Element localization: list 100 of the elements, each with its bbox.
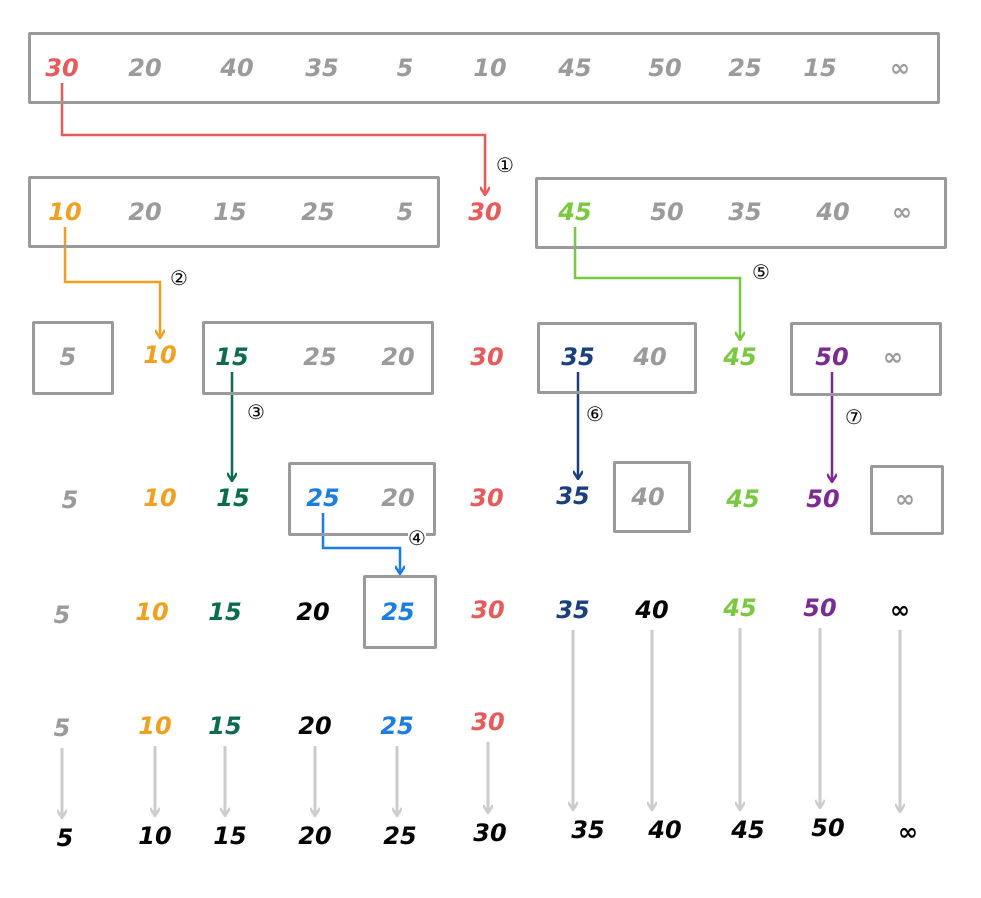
value-text: 5 xyxy=(43,823,87,853)
value-text: 10 xyxy=(43,197,87,227)
value-text: 20 xyxy=(123,197,167,227)
value-text: 5 xyxy=(383,197,427,227)
value-text: 45 xyxy=(553,197,597,227)
value-text: 5 xyxy=(383,53,427,83)
partition-box xyxy=(790,322,942,396)
value-text: 30 xyxy=(466,595,510,625)
value-text: 40 xyxy=(811,197,855,227)
arrow xyxy=(60,83,492,196)
partition-box xyxy=(613,461,691,533)
value-text: 10 xyxy=(133,821,177,851)
value-text: 15 xyxy=(208,821,252,851)
value-text: 35 xyxy=(556,342,600,372)
value-text: 15 xyxy=(203,597,247,627)
arrow xyxy=(56,748,68,820)
arrow xyxy=(308,746,322,818)
value-text: ∞ xyxy=(880,197,924,227)
value-text: 50 xyxy=(801,484,845,514)
value-text: 40 xyxy=(630,595,674,625)
value-text: 25 xyxy=(375,711,419,741)
value-text: 45 xyxy=(553,53,597,83)
value-text: 20 xyxy=(376,342,420,372)
arrow xyxy=(148,746,162,818)
value-text: 10 xyxy=(133,711,177,741)
partition-box xyxy=(202,321,434,395)
value-text: 45 xyxy=(726,815,770,845)
value-text: 25 xyxy=(296,197,340,227)
value-text: 15 xyxy=(210,342,254,372)
partition-box xyxy=(870,465,944,535)
arrow xyxy=(646,630,658,812)
value-text: ∞ xyxy=(878,595,922,625)
value-text: 40 xyxy=(215,53,259,83)
value-text: 5 xyxy=(40,713,84,743)
value-text: 15 xyxy=(798,53,842,83)
value-text: 30 xyxy=(466,707,510,737)
arrow xyxy=(226,372,238,482)
value-text: 25 xyxy=(376,597,420,627)
arrow xyxy=(814,628,826,810)
value-text: 40 xyxy=(643,815,687,845)
value-text: 25 xyxy=(298,342,342,372)
arrow xyxy=(482,742,494,814)
value-text: 50 xyxy=(810,342,854,372)
value-text: 50 xyxy=(806,813,850,843)
value-text: 35 xyxy=(551,481,595,511)
value-text: 45 xyxy=(721,484,765,514)
value-text: 5 xyxy=(40,600,84,630)
value-text: 35 xyxy=(723,197,767,227)
value-text: 40 xyxy=(628,342,672,372)
value-text: 20 xyxy=(293,821,337,851)
value-text: 20 xyxy=(291,597,335,627)
arrow xyxy=(574,227,746,342)
arrow xyxy=(322,513,406,576)
value-text: 40 xyxy=(626,482,670,512)
value-text: 30 xyxy=(465,342,509,372)
value-text: 50 xyxy=(643,53,687,83)
arrow xyxy=(566,630,580,812)
value-text: 30 xyxy=(465,483,509,513)
value-text: 25 xyxy=(301,483,345,513)
value-text: 5 xyxy=(48,485,92,515)
value-text: ∞ xyxy=(871,342,915,372)
value-text: 15 xyxy=(211,483,255,513)
value-text: 25 xyxy=(378,821,422,851)
value-text: 50 xyxy=(645,197,689,227)
value-text: 35 xyxy=(300,53,344,83)
arrow xyxy=(572,372,584,480)
value-text: 30 xyxy=(468,818,512,848)
value-text: 5 xyxy=(46,342,90,372)
value-text: 20 xyxy=(376,483,420,513)
value-text: 35 xyxy=(551,595,595,625)
value-text: 25 xyxy=(723,53,767,83)
partition-box xyxy=(28,176,440,248)
value-text: 15 xyxy=(208,197,252,227)
value-text: 10 xyxy=(468,53,512,83)
partition-box xyxy=(28,32,940,104)
value-text: 20 xyxy=(123,53,167,83)
partition-box xyxy=(535,177,947,249)
arrow xyxy=(218,746,232,818)
value-text: 10 xyxy=(138,483,182,513)
partition-box xyxy=(32,321,114,395)
arrow xyxy=(390,746,404,818)
value-text: ∞ xyxy=(886,817,930,847)
arrow xyxy=(894,630,906,814)
value-text: 10 xyxy=(138,340,182,370)
value-text: 10 xyxy=(130,597,174,627)
value-text: 15 xyxy=(203,711,247,741)
value-text: 20 xyxy=(293,711,337,741)
value-text: 45 xyxy=(718,593,762,623)
partition-box xyxy=(363,575,437,649)
arrow xyxy=(734,628,746,812)
value-text: 30 xyxy=(40,53,84,83)
partition-box xyxy=(537,322,697,394)
value-text: 50 xyxy=(798,593,842,623)
value-text: 45 xyxy=(718,342,762,372)
value-text: 30 xyxy=(463,197,507,227)
value-text: ∞ xyxy=(883,484,927,514)
value-text: ∞ xyxy=(878,53,922,83)
arrow xyxy=(64,227,166,340)
arrow xyxy=(826,372,838,484)
value-text: 35 xyxy=(566,815,610,845)
